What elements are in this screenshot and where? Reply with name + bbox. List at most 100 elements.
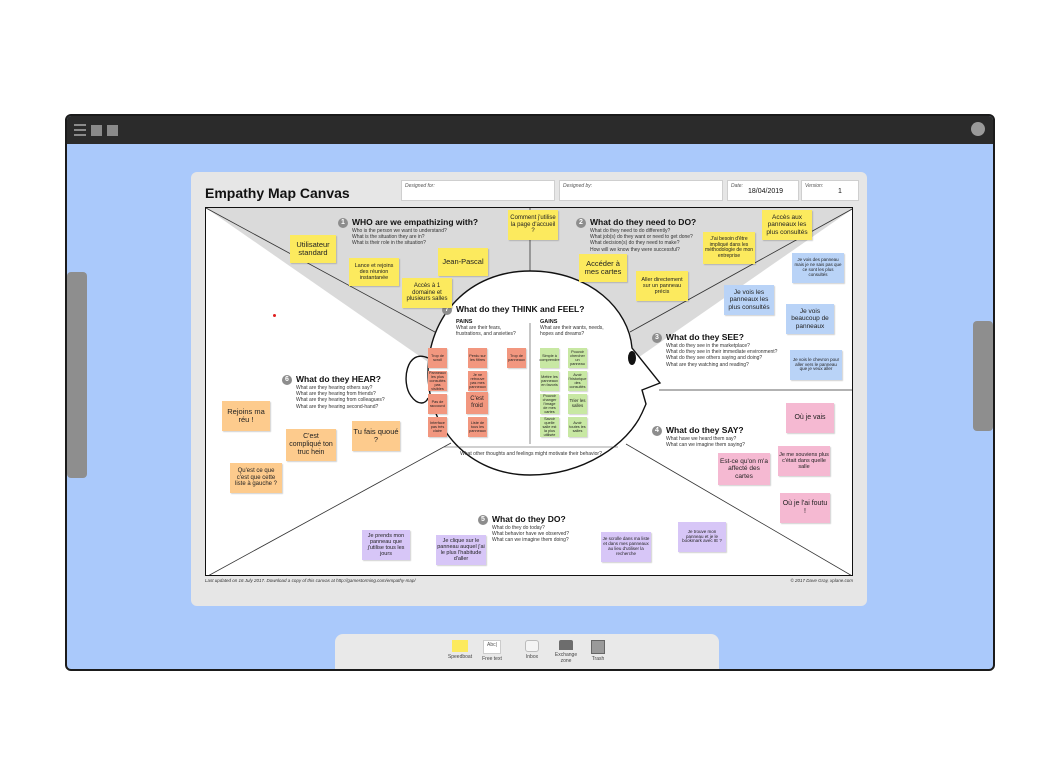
section-say-line: What have we heard them say? xyxy=(666,436,737,442)
designed-for-field[interactable]: Designed for: xyxy=(401,180,555,201)
footer-right: © 2017 Dave Gray, xplane.com xyxy=(790,578,853,583)
view-board-icon[interactable] xyxy=(107,125,118,136)
trash-icon xyxy=(591,640,605,654)
sticky-note[interactable]: Tu fais quoué ? xyxy=(352,421,400,451)
sticky-note[interactable]: Accéder à mes cartes xyxy=(579,254,627,282)
view-grid-icon[interactable] xyxy=(91,125,102,136)
sticky-note[interactable]: Liste de tous les panneaux xyxy=(468,417,487,437)
sticky-note[interactable]: Je vois le chevron pour aller vers le pa… xyxy=(790,350,842,380)
sticky-note[interactable]: Trop de panneaux xyxy=(507,348,526,368)
sticky-note[interactable]: Où je l'ai foutu ! xyxy=(780,493,830,523)
sticky-note[interactable]: Perdu sur les filtres xyxy=(468,348,487,368)
section-hear-line: What are they hearing others say? xyxy=(296,385,373,391)
sticky-note[interactable]: Qu'est ce que c'est que cette liste à ga… xyxy=(230,463,282,493)
version-value: 1 xyxy=(838,188,842,195)
bottom-dock: Speedboat Abc| Free text Inbox Exchange … xyxy=(335,634,719,669)
dock-inbox[interactable]: Inbox xyxy=(515,640,549,660)
think-other-text: What other thoughts and feelings might m… xyxy=(460,451,602,457)
sticky-note[interactable]: Accès aux panneaux les plus consultés xyxy=(762,210,812,240)
designed-by-field[interactable]: Designed by: xyxy=(559,180,723,201)
section-need-line: What decision(s) do they need to make? xyxy=(590,240,680,247)
dock-exchange-zone[interactable]: Exchange zone xyxy=(549,640,583,664)
pains-block: PAINS What are their fears, frustrations… xyxy=(456,319,526,338)
section-hear-line: What are they hearing from colleagues? xyxy=(296,397,385,404)
section-see-number: 3 xyxy=(652,332,662,343)
section-say-number: 4 xyxy=(652,425,662,436)
section-who-line: Who is the person we want to understand? xyxy=(352,228,447,234)
sticky-note[interactable]: Utilisateur standard xyxy=(290,235,336,263)
sticky-note[interactable]: Est-ce qu'on m'a affecté des cartes xyxy=(718,453,770,485)
section-see-line: What are they watching and reading? xyxy=(666,361,749,368)
board-title: Empathy Map Canvas xyxy=(205,185,350,201)
date-field[interactable]: Date: 18/04/2019 xyxy=(727,180,799,201)
menu-icon[interactable] xyxy=(74,124,86,136)
sticky-note[interactable]: Je trouve mon panneau et je le bookmark … xyxy=(678,522,726,552)
section-need-number: 2 xyxy=(576,217,586,228)
pains-title: PAINS xyxy=(456,319,473,325)
section-need-line: What do they need to do differently? xyxy=(590,228,671,234)
version-field[interactable]: Version: 1 xyxy=(801,180,859,201)
sticky-note[interactable]: Où je vais xyxy=(786,403,834,433)
sticky-note[interactable]: C'est compliqué ton truc hein xyxy=(286,429,336,461)
sticky-note[interactable]: Panneaux les plus consultés pas visibles xyxy=(428,370,447,392)
section-think-title: What do they THINK and FEEL? xyxy=(456,304,585,314)
top-toolbar xyxy=(67,116,993,144)
gains-block: GAINS What are their wants, needs, hopes… xyxy=(540,319,610,338)
gains-text: What are their wants, needs, hopes and d… xyxy=(540,325,604,338)
sticky-note[interactable]: Simple à comprendre xyxy=(539,348,560,368)
sticky-note[interactable]: J'ai besoin d'être impliqué dans les mét… xyxy=(703,232,755,264)
sticky-note[interactable]: Je vois beaucoup de panneaux xyxy=(786,304,834,334)
sticky-note[interactable]: Je me souviens plus c'était dans quelle … xyxy=(778,446,830,476)
section-say-title: What do they SAY? xyxy=(666,425,744,435)
free-text-icon: Abc| xyxy=(483,640,501,654)
sticky-note[interactable]: Je ne retrouve pas mes panneaux xyxy=(468,371,487,391)
dock-exchange-label: Exchange zone xyxy=(554,652,578,664)
gains-title: GAINS xyxy=(540,319,558,325)
dock-free-text[interactable]: Abc| Free text xyxy=(475,640,509,662)
sticky-note[interactable]: C'est froid xyxy=(466,392,488,414)
section-who-title: WHO are we empathizing with? xyxy=(352,217,479,227)
sticky-note[interactable]: Interface pas très claire xyxy=(428,417,447,437)
sticky-note[interactable]: Comment j'utilise la page d'accueil ? xyxy=(508,210,558,240)
dock-speedboat[interactable]: Speedboat xyxy=(443,640,477,660)
section-do-line: What do they do today? xyxy=(492,525,545,531)
sticky-note[interactable]: Savoir quelle salle est la plus utilisée xyxy=(540,417,559,437)
user-avatar-icon[interactable] xyxy=(971,122,985,136)
sticky-note[interactable]: Accès à 1 domaine et plusieurs salles xyxy=(402,278,452,308)
left-side-panel-handle[interactable] xyxy=(67,272,87,478)
section-think-number: 7 xyxy=(442,304,452,315)
app-window: Empathy Map Canvas Designed for: Designe… xyxy=(65,114,995,671)
sticky-note[interactable]: Rejoins ma réu ! xyxy=(222,401,270,431)
sticky-note[interactable]: Je clique sur le panneau auquel j'ai le … xyxy=(436,535,486,565)
date-value: 18/04/2019 xyxy=(748,188,784,195)
sticky-note[interactable]: Aller directement sur un panneau précis xyxy=(636,271,688,301)
sticky-note[interactable]: Mettre les panneaux en favoris xyxy=(540,371,559,391)
sticky-note[interactable]: Lance et rejoins des réunion instantanée xyxy=(349,258,399,286)
sticky-note[interactable]: Jean-Pascal xyxy=(438,248,488,276)
sticky-note[interactable]: Pouvoir chercher un panneau xyxy=(568,348,587,368)
sticky-note[interactable]: Trier les salles xyxy=(568,394,587,414)
dock-trash[interactable]: Trash xyxy=(581,640,615,662)
section-hear-title: What do they HEAR? xyxy=(296,374,381,384)
sticky-note[interactable]: Je scrolle dans ma liste et dans mes pan… xyxy=(601,532,651,562)
sticky-note[interactable]: Pouvoir changer l'image de mes cartes xyxy=(540,394,559,414)
pains-text: What are their fears, frustrations, and … xyxy=(456,325,516,338)
section-do-number: 5 xyxy=(478,514,488,525)
sticky-note[interactable]: Je vois des panneau mais je ne sais pas … xyxy=(792,253,844,283)
sticky-note[interactable]: Trop de scroll xyxy=(428,348,447,368)
exchange-zone-icon xyxy=(559,640,573,650)
section-see-line: What do they see in the marketplace? xyxy=(666,343,750,349)
dock-trash-label: Trash xyxy=(591,656,605,662)
sticky-note[interactable]: Avoir l'historique des consultés xyxy=(568,371,587,391)
sticky-note[interactable]: Avoir toutes les salles xyxy=(568,417,587,437)
sticky-note[interactable]: Je vois les panneaux les plus consultés xyxy=(724,285,774,315)
section-hear-line: What are they hearing second-hand? xyxy=(296,403,379,410)
speedboat-note-icon xyxy=(452,640,468,652)
dock-free-text-label: Free text xyxy=(482,656,502,662)
sticky-note[interactable]: Pas de raccourci xyxy=(428,394,447,414)
sticky-note[interactable]: Je prends mon panneau que j'utilise tous… xyxy=(362,530,410,560)
inbox-icon xyxy=(525,640,539,652)
right-side-panel-handle[interactable] xyxy=(973,321,993,431)
